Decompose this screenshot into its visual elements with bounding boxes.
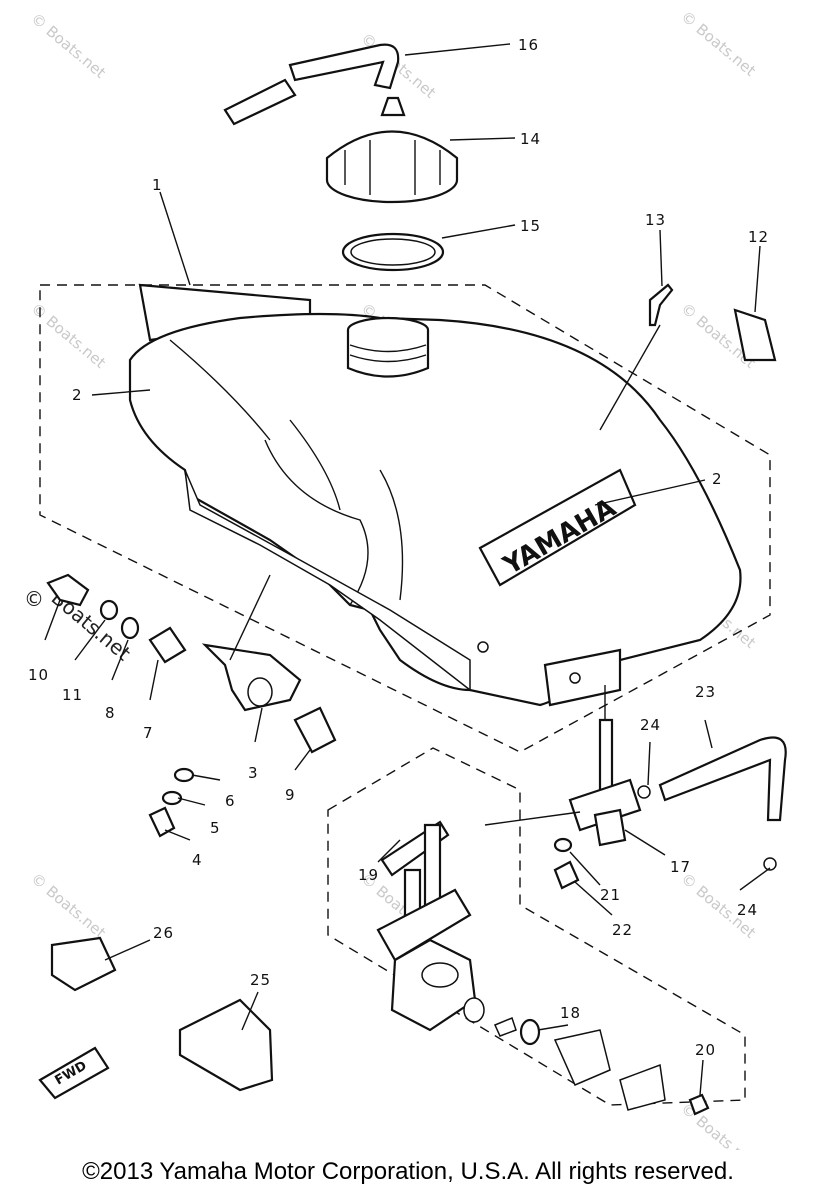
watermark: © Boats.net bbox=[27, 9, 109, 82]
callout-4: 4 bbox=[192, 851, 203, 869]
washer-6 bbox=[173, 767, 195, 783]
watermark: © Boats.net bbox=[677, 1099, 759, 1150]
bolt-4 bbox=[148, 806, 176, 838]
leader-lines bbox=[44, 43, 771, 1096]
watermark-copyright-mark: © bbox=[24, 587, 44, 611]
callout-3: 3 bbox=[248, 764, 259, 782]
callout-23: 23 bbox=[695, 683, 716, 701]
callout-7: 7 bbox=[143, 724, 154, 742]
damper-7 bbox=[148, 626, 187, 664]
clip-24-upper bbox=[637, 785, 651, 799]
fuel-cock-assembly-outline bbox=[327, 747, 746, 1106]
o-ring-18 bbox=[519, 1018, 541, 1046]
collar-9 bbox=[293, 706, 337, 754]
callout-17: 17 bbox=[670, 858, 691, 876]
callout-18: 18 bbox=[560, 1004, 581, 1022]
callout-26: 26 bbox=[153, 924, 174, 942]
callout-5: 5 bbox=[210, 819, 221, 837]
callout-2-left: 2 bbox=[72, 386, 83, 404]
callout-numbers: 16 14 15 1 2 2 13 12 10 11 8 7 3 9 6 5 4… bbox=[28, 36, 769, 1059]
cap-gasket-inner bbox=[350, 238, 436, 266]
callout-14: 14 bbox=[520, 130, 541, 148]
callout-19: 19 bbox=[358, 866, 379, 884]
fuel-cock-enlarged bbox=[376, 820, 710, 1116]
callout-16: 16 bbox=[518, 36, 539, 54]
copyright-notice: ©2013 Yamaha Motor Corporation, U.S.A. A… bbox=[82, 1158, 734, 1185]
callout-8: 8 bbox=[105, 704, 116, 722]
fuel-hose-23 bbox=[658, 736, 787, 822]
callout-24-upper: 24 bbox=[640, 716, 661, 734]
fuel-cap bbox=[325, 96, 459, 204]
forward-direction-arrow: FWD bbox=[38, 1046, 110, 1100]
washer-11 bbox=[99, 599, 119, 621]
screw-20 bbox=[688, 1093, 710, 1116]
tank-assembly-outline bbox=[39, 284, 771, 753]
fuel-cock-assembly-small bbox=[553, 718, 787, 890]
tank-body bbox=[128, 312, 742, 707]
bracket-3 bbox=[201, 643, 302, 712]
watermark: © Boats.net bbox=[677, 7, 759, 80]
damper-12 bbox=[733, 308, 777, 362]
callout-12: 12 bbox=[748, 228, 769, 246]
callout-20: 20 bbox=[695, 1041, 716, 1059]
tank-decal-right bbox=[478, 468, 637, 587]
callout-25: 25 bbox=[250, 971, 271, 989]
callout-24-lower: 24 bbox=[737, 901, 758, 919]
callout-22: 22 bbox=[612, 921, 633, 939]
bracket-25 bbox=[178, 998, 274, 1092]
fuel-tank-exploded-view: © Boats.net © Boats.net © Boats.net © Bo… bbox=[24, 7, 787, 1172]
callout-9: 9 bbox=[285, 786, 296, 804]
washer-8 bbox=[120, 616, 140, 640]
callout-21: 21 bbox=[600, 886, 621, 904]
bracket-26 bbox=[50, 936, 117, 992]
fuel-tank: YAMAHA bbox=[128, 283, 742, 707]
front-mount-parts bbox=[46, 573, 337, 838]
callout-6: 6 bbox=[225, 792, 236, 810]
callout-15: 15 bbox=[520, 217, 541, 235]
callout-1: 1 bbox=[152, 176, 163, 194]
callout-2-right: 2 bbox=[712, 470, 723, 488]
watermark: © Boats.net bbox=[27, 869, 109, 942]
screw-22 bbox=[553, 860, 580, 890]
callout-11: 11 bbox=[62, 686, 83, 704]
callout-10: 10 bbox=[28, 666, 49, 684]
breather-hose bbox=[223, 43, 400, 126]
washer-5 bbox=[161, 790, 183, 806]
callout-13: 13 bbox=[645, 211, 666, 229]
bolt-10 bbox=[46, 573, 90, 607]
bolt-13 bbox=[648, 283, 674, 327]
clip-24-lower bbox=[763, 857, 777, 871]
washer-21 bbox=[553, 837, 573, 853]
